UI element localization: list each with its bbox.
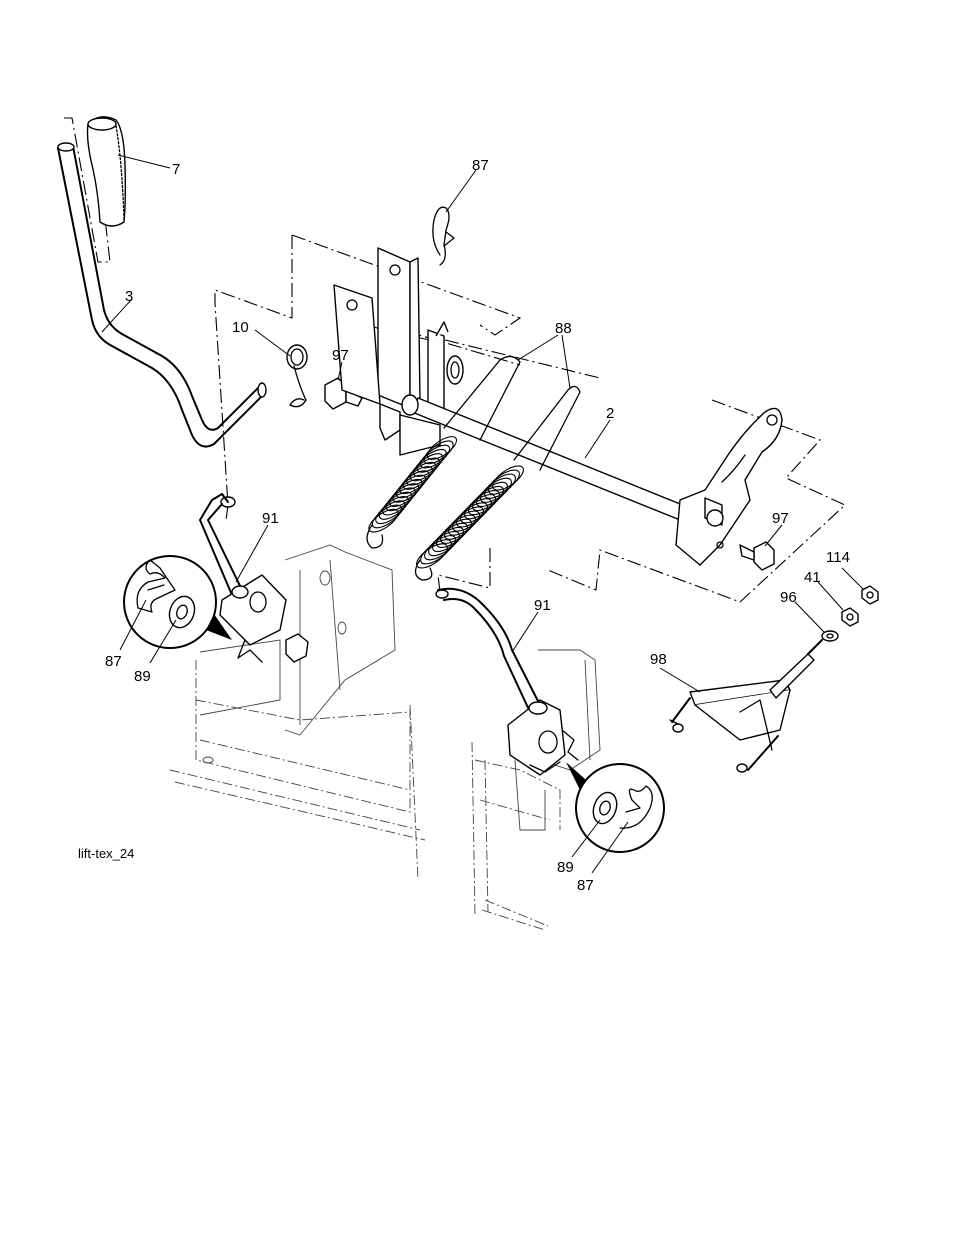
part-10-torsion-spring	[286, 344, 308, 408]
callout-87-right: 87	[577, 877, 594, 894]
callout-2: 2	[606, 405, 614, 422]
callout-89-left: 89	[134, 668, 151, 685]
callout-114: 114	[826, 549, 850, 566]
callout-96: 96	[780, 589, 797, 606]
part-98-deck-bracket	[669, 639, 823, 773]
part-91-link-right	[435, 587, 579, 776]
spring-left-coils	[368, 436, 458, 533]
part-41-nut	[841, 607, 859, 627]
callout-87-left: 87	[105, 653, 122, 670]
callout-89-right: 89	[557, 859, 574, 876]
part-7-handle-grip	[86, 116, 127, 227]
part-3-lift-lever	[57, 142, 267, 448]
callout-labels: 7 87 3 88 10 97 2 97 91 114 41 96 91 87 …	[105, 157, 850, 894]
spring-coil	[420, 539, 452, 565]
callout-97-upper: 97	[332, 347, 349, 364]
callout-97-right: 97	[772, 510, 789, 527]
callout-88: 88	[555, 320, 572, 337]
part-88-extension-springs	[366, 355, 581, 581]
spring-coil	[371, 504, 402, 529]
callout-41: 41	[804, 569, 821, 586]
spring-coil	[375, 500, 406, 525]
part-91-link-left	[199, 493, 309, 663]
callout-98: 98	[650, 651, 667, 668]
part-96-washer	[821, 630, 839, 642]
callout-7: 7	[172, 161, 180, 178]
part-97-bolt-right	[739, 541, 775, 571]
part-87-hairpin-top	[432, 206, 455, 266]
detail-callout-right	[566, 762, 665, 853]
figure-id-label: lift-tex_24	[78, 846, 134, 861]
hardware-washers-nuts	[821, 585, 879, 642]
spring-right-coils	[416, 465, 524, 569]
callout-10: 10	[232, 319, 249, 336]
part-97-bolt-upper	[324, 377, 363, 410]
callout-87-top: 87	[472, 157, 489, 174]
part-114-nut	[861, 585, 879, 605]
callout-3: 3	[125, 288, 133, 305]
callout-91-right: 91	[534, 597, 551, 614]
lift-arm-right	[675, 407, 783, 566]
callout-91-left: 91	[262, 510, 279, 527]
detail-callout-left	[123, 555, 232, 649]
leader-lines	[101, 154, 865, 874]
